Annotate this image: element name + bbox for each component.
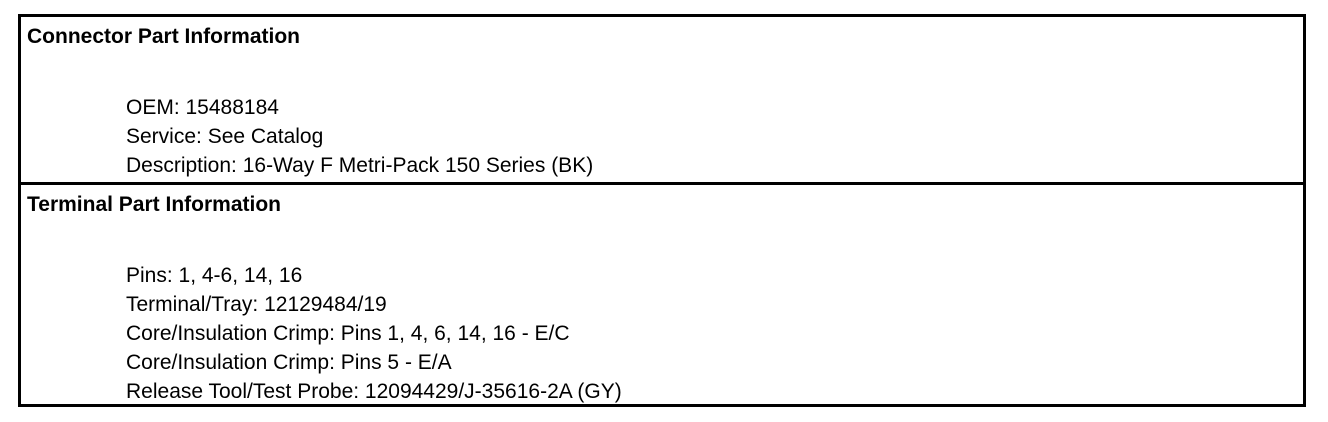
terminal-crimp-line: Core/Insulation Crimp: Pins 5 - E/A [126, 351, 452, 374]
connector-part-section: Connector Part Information OEM: 15488184… [21, 17, 1303, 182]
connector-description-line: Description: 16-Way F Metri-Pack 150 Ser… [126, 154, 594, 177]
terminal-tray-line: Terminal/Tray: 12129484/19 [126, 293, 387, 316]
connector-service-line: Service: See Catalog [126, 125, 324, 148]
terminal-part-section: Terminal Part Information Pins: 1, 4-6, … [21, 185, 1303, 407]
terminal-crimp-line: Core/Insulation Crimp: Pins 1, 4, 6, 14,… [126, 322, 570, 345]
section-divider [21, 182, 1303, 185]
terminal-part-title: Terminal Part Information [27, 193, 281, 216]
terminal-part-details: Pins: 1, 4-6, 14, 16 Terminal/Tray: 1212… [126, 261, 622, 406]
part-information-table: Connector Part Information OEM: 15488184… [18, 14, 1306, 407]
connector-part-details: OEM: 15488184 Service: See Catalog Descr… [126, 93, 593, 180]
terminal-pins-line: Pins: 1, 4-6, 14, 16 [126, 264, 303, 287]
connector-part-title: Connector Part Information [27, 25, 301, 48]
terminal-release-tool-line: Release Tool/Test Probe: 12094429/J-3561… [126, 380, 622, 403]
connector-oem-line: OEM: 15488184 [126, 96, 279, 119]
